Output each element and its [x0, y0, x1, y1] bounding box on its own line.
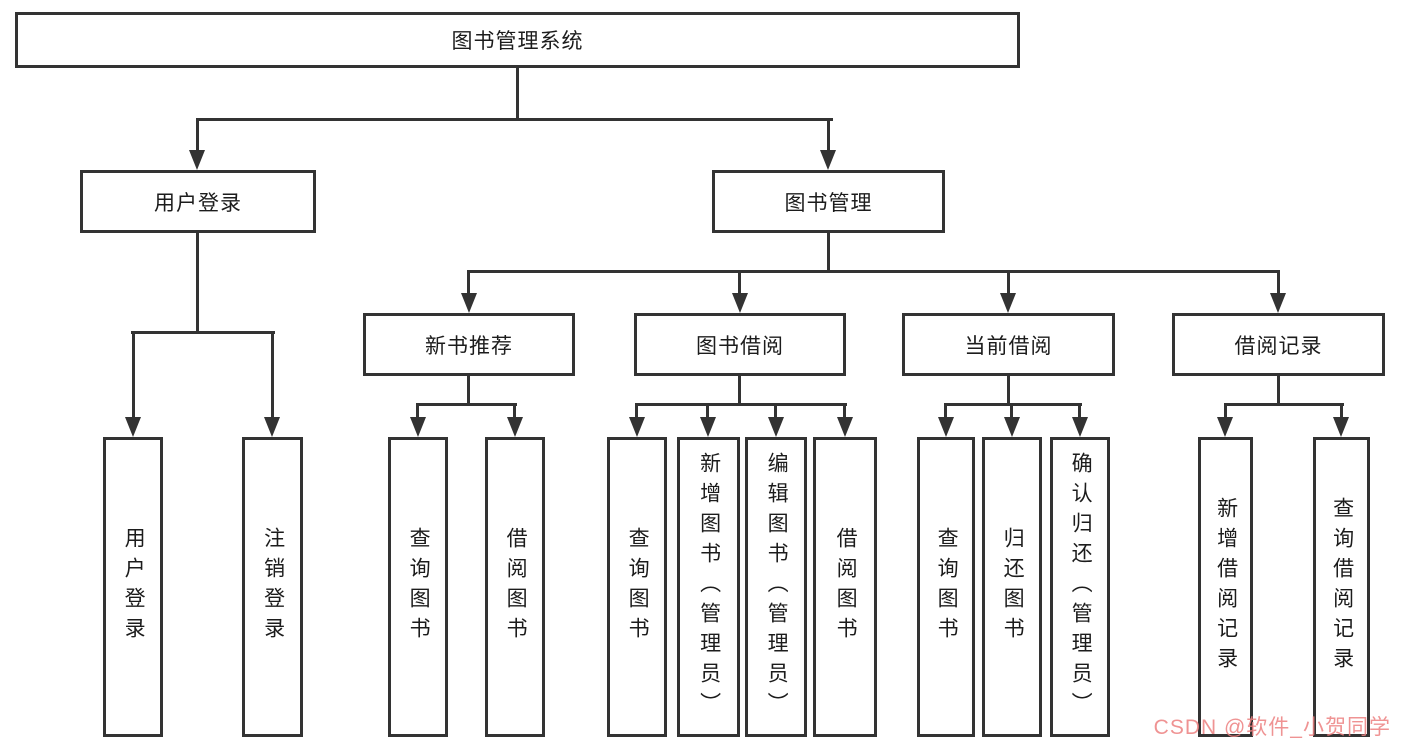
node-label: 借阅记录 — [1234, 334, 1323, 358]
arrow-to-records-query — [1333, 417, 1349, 437]
node-borrow-records: 借阅记录 — [1172, 313, 1385, 376]
leaf-logout: 注销登录 — [242, 437, 303, 737]
node-book-borrow: 图书借阅 — [634, 313, 846, 376]
node-new-book-recommend: 新书推荐 — [363, 313, 575, 376]
node-label: 注销登录 — [261, 527, 285, 647]
csdn-watermark: CSDN @软件_小贺同学 — [1153, 716, 1391, 739]
arrow-to-book-borrow — [732, 293, 748, 313]
leaf-records-add-record: 新增借阅记录 — [1198, 437, 1253, 737]
connector-user-stem — [196, 233, 199, 333]
node-label: 借阅图书 — [834, 527, 858, 647]
arrow-to-borrow-records — [1270, 293, 1286, 313]
node-label: 查询借阅记录 — [1330, 497, 1354, 677]
connector-borrow-bar — [635, 403, 847, 406]
node-label: 图书借阅 — [696, 334, 784, 358]
connector-borrow-stem — [738, 376, 741, 405]
node-label: 查询图书 — [935, 527, 959, 647]
node-label: 当前借阅 — [964, 334, 1053, 358]
arrow-to-book-mgmt — [820, 150, 836, 170]
arrow-to-recommend-borrow — [507, 417, 523, 437]
connector-book-drop-3 — [1007, 272, 1010, 294]
connector-current-bar — [944, 403, 1082, 406]
arrow-to-borrow-edit — [768, 417, 784, 437]
node-label: 编辑图书（管理员） — [765, 452, 789, 722]
connector-recommend-drop-1 — [416, 404, 419, 418]
arrow-to-user-login — [189, 150, 205, 170]
node-label: 图书管理 — [784, 191, 873, 215]
connector-borrow-drop-1 — [635, 404, 638, 418]
connector-user-bar — [131, 331, 275, 334]
leaf-borrow-edit-book-admin: 编辑图书（管理员） — [745, 437, 807, 737]
connector-records-drop-2 — [1340, 404, 1343, 418]
connector-recommend-stem — [467, 376, 470, 405]
connector-root-right-drop — [827, 120, 830, 151]
node-label: 查询图书 — [626, 527, 650, 647]
arrow-to-records-add — [1217, 417, 1233, 437]
node-label: 新增图书（管理员） — [697, 452, 721, 722]
connector-book-drop-1 — [467, 272, 470, 294]
connector-root-left-drop — [196, 120, 199, 151]
leaf-recommend-borrow-book: 借阅图书 — [485, 437, 545, 737]
node-label: 归还图书 — [1001, 527, 1025, 647]
node-label: 借阅图书 — [504, 527, 528, 647]
arrow-to-current-confirm — [1072, 417, 1088, 437]
leaf-borrow-query-book: 查询图书 — [607, 437, 667, 737]
connector-records-stem — [1277, 376, 1280, 405]
node-user-login: 用户登录 — [80, 170, 316, 233]
node-label: 图书管理系统 — [451, 30, 584, 53]
connector-current-drop-3 — [1078, 404, 1081, 418]
connector-records-drop-1 — [1224, 404, 1227, 418]
connector-records-bar — [1224, 403, 1344, 406]
connector-recommend-bar — [416, 403, 517, 406]
connector-book-drop-4 — [1277, 272, 1280, 294]
arrow-to-borrow-add — [700, 417, 716, 437]
arrow-to-current-query — [938, 417, 954, 437]
arrow-to-current-borrow — [1000, 293, 1016, 313]
connector-current-stem — [1007, 376, 1010, 405]
leaf-recommend-query-book: 查询图书 — [388, 437, 448, 737]
connector-book-stem — [827, 233, 830, 272]
connector-borrow-drop-3 — [774, 404, 777, 418]
arrow-to-recommend-query — [410, 417, 426, 437]
node-label: 用户登录 — [154, 191, 242, 215]
arrow-to-new-book-recommend — [461, 293, 477, 313]
leaf-current-confirm-return-admin: 确认归还（管理员） — [1050, 437, 1110, 737]
connector-root-bar — [196, 118, 833, 121]
node-label: 查询图书 — [407, 527, 431, 647]
connector-borrow-drop-2 — [706, 404, 709, 418]
arrow-to-borrow-query — [629, 417, 645, 437]
arrow-to-borrow-borrow — [837, 417, 853, 437]
connector-user-drop-1 — [132, 333, 135, 417]
connector-recommend-drop-2 — [513, 404, 516, 418]
arrow-to-current-return — [1004, 417, 1020, 437]
connector-user-drop-2 — [271, 333, 274, 417]
node-root: 图书管理系统 — [15, 12, 1020, 68]
node-label: 确认归还（管理员） — [1069, 452, 1093, 722]
leaf-user-login: 用户登录 — [103, 437, 163, 737]
leaf-borrow-borrow-book: 借阅图书 — [813, 437, 877, 737]
arrow-to-leaf-logout — [264, 417, 280, 437]
connector-current-drop-2 — [1010, 404, 1013, 418]
node-label: 用户登录 — [122, 527, 146, 647]
connector-borrow-drop-4 — [843, 404, 846, 418]
leaf-records-query-record: 查询借阅记录 — [1313, 437, 1370, 737]
connector-current-drop-1 — [944, 404, 947, 418]
leaf-current-query-book: 查询图书 — [917, 437, 975, 737]
node-label: 新增借阅记录 — [1214, 497, 1238, 677]
arrow-to-leaf-user-login — [125, 417, 141, 437]
node-current-borrow: 当前借阅 — [902, 313, 1115, 376]
connector-root-stem — [516, 68, 519, 120]
node-label: 新书推荐 — [425, 334, 513, 358]
connector-book-bar — [467, 270, 1280, 273]
leaf-borrow-add-book-admin: 新增图书（管理员） — [677, 437, 740, 737]
leaf-current-return-book: 归还图书 — [982, 437, 1042, 737]
node-book-mgmt: 图书管理 — [712, 170, 945, 233]
connector-book-drop-2 — [738, 272, 741, 294]
